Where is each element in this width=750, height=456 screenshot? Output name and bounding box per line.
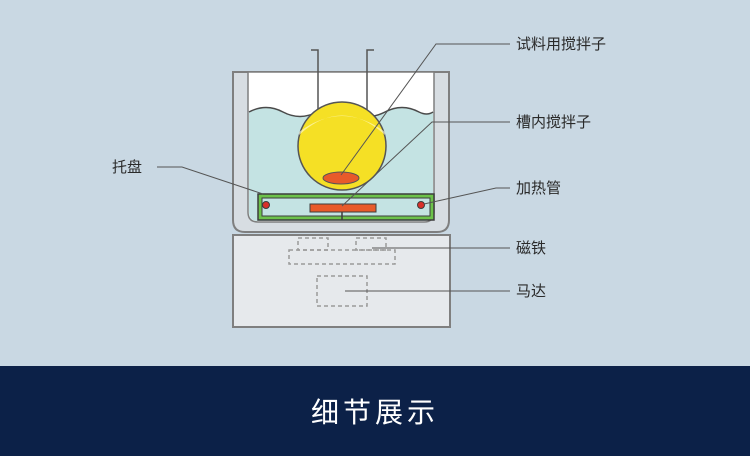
heating-tube-left (262, 201, 270, 209)
stirring-bath-diagram (157, 43, 510, 328)
leader-bath-stirrer (341, 121, 510, 207)
heating-tube-right (417, 201, 425, 209)
label-bath-stirrer: 槽内搅拌子 (516, 113, 592, 131)
leader-heating-tube (423, 187, 510, 205)
flask-neck-right (366, 49, 374, 112)
sample-stirrer-bar (322, 171, 360, 185)
banner-title: 细节展示 (310, 396, 439, 429)
magnet-outline (288, 237, 396, 265)
label-magnet: 磁铁 (516, 239, 547, 257)
bath-stirrer-bar (309, 203, 377, 213)
flask-neck-left (311, 49, 319, 112)
base-unit (232, 234, 451, 328)
leader-sample-stirrer (340, 43, 510, 176)
flask-top-shade (299, 115, 385, 135)
leader-tray (157, 166, 264, 195)
label-tray: 托盘 (112, 158, 143, 176)
footer-banner: 细节展示 (0, 366, 750, 456)
sample-flask (297, 101, 387, 191)
label-sample-stirrer: 试料用搅拌子 (516, 35, 607, 53)
label-motor: 马达 (516, 282, 547, 300)
label-heating-tube: 加热管 (516, 179, 562, 197)
